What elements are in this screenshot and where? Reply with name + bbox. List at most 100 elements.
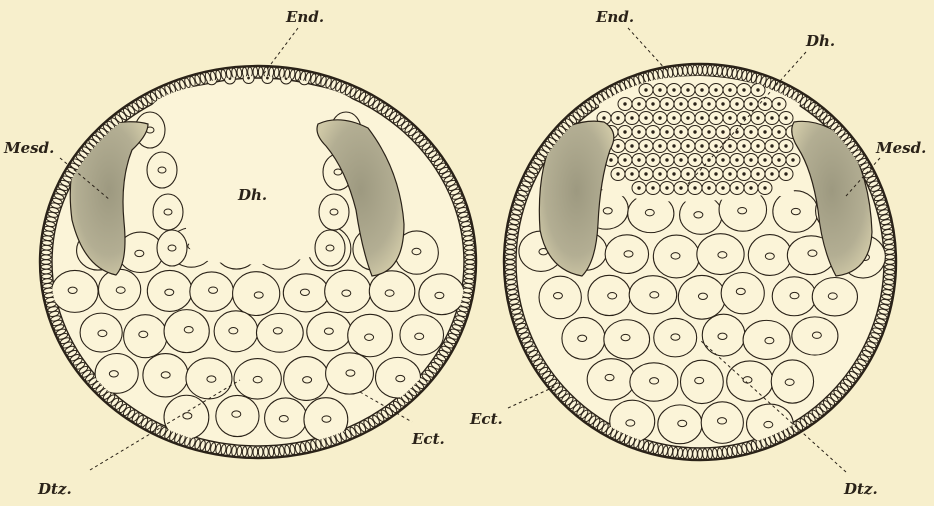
cell-nucleus	[402, 96, 405, 99]
cell-nucleus	[637, 186, 640, 189]
cell-nucleus	[616, 144, 619, 147]
endoderm-cell	[398, 92, 409, 103]
cell-nucleus	[770, 172, 773, 175]
cell-nucleus	[630, 116, 633, 119]
cell-nucleus	[756, 88, 759, 91]
yolk-cell	[680, 360, 723, 403]
ectoderm-cell	[885, 269, 895, 274]
ectoderm-cell	[677, 66, 683, 76]
cell-nucleus	[644, 88, 647, 91]
cell-nucleus	[742, 144, 745, 147]
ectoderm-cell	[505, 260, 515, 265]
cell-nucleus	[407, 103, 410, 106]
cell-nucleus	[749, 186, 752, 189]
ectoderm-cell	[698, 449, 703, 459]
left-embryo	[40, 66, 476, 458]
ectoderm-cell	[506, 239, 516, 245]
label-left-dh: Dh.	[237, 186, 267, 204]
ectoderm-cell	[253, 67, 258, 77]
cell-nucleus	[658, 88, 661, 91]
endoderm-cell	[147, 152, 177, 188]
cell-nucleus	[672, 144, 675, 147]
yolk-cell	[539, 276, 581, 319]
ectoderm-cell	[707, 65, 712, 75]
cell-nucleus	[651, 186, 654, 189]
yolk-cell	[190, 272, 234, 311]
ectoderm-cell	[465, 264, 475, 269]
ectoderm-cell	[505, 274, 515, 279]
cell-nucleus	[651, 130, 654, 133]
endoderm-cell	[103, 99, 114, 110]
endoderm-cell	[107, 92, 118, 103]
yolk-cell	[419, 274, 465, 315]
ectoderm-cell	[884, 274, 894, 279]
cell-nucleus	[707, 102, 710, 105]
ectoderm-cell	[41, 269, 51, 274]
cell-nucleus	[693, 102, 696, 105]
ectoderm-cell	[269, 446, 274, 456]
ectoderm-cell	[258, 447, 263, 457]
ectoderm-cell	[712, 448, 717, 458]
yolk-cell	[164, 310, 209, 353]
endoderm-cell	[113, 89, 124, 100]
cell-nucleus	[644, 144, 647, 147]
ectoderm-cell	[465, 250, 475, 255]
cell-nucleus	[665, 102, 668, 105]
yolk-cell	[654, 318, 697, 357]
cell-nucleus	[728, 144, 731, 147]
label-right-dtz: Dtz.	[843, 480, 878, 498]
ectoderm-cell	[717, 448, 723, 458]
yolk-cell	[348, 314, 393, 356]
cell-nucleus	[658, 172, 661, 175]
endoderm-cell	[157, 230, 187, 266]
cell-nucleus	[630, 144, 633, 147]
yolk-cell	[678, 275, 725, 319]
ectoderm-cell	[506, 279, 516, 285]
yolk-cell	[701, 402, 743, 444]
cell-nucleus	[665, 186, 668, 189]
cell-nucleus	[693, 130, 696, 133]
cell-nucleus	[651, 102, 654, 105]
cell-nucleus	[728, 172, 731, 175]
ectoderm-cell	[274, 68, 279, 78]
cell-nucleus	[623, 130, 626, 133]
ectoderm-cell	[464, 274, 474, 279]
endoderm-cell	[401, 95, 412, 106]
endoderm-cell	[403, 99, 414, 110]
yolk-cell	[588, 275, 631, 315]
yolk-cell	[812, 278, 857, 316]
ectoderm-cell	[677, 448, 683, 458]
yolk-cell	[792, 317, 838, 355]
ectoderm-cell	[693, 449, 698, 459]
cell-nucleus	[609, 158, 612, 161]
yolk-cell	[562, 317, 605, 359]
cell-nucleus	[147, 85, 150, 88]
cell-nucleus	[679, 186, 682, 189]
cell-nucleus	[777, 158, 780, 161]
label-left-mesd: Mesd.	[3, 139, 54, 157]
cell-nucleus	[693, 186, 696, 189]
cell-nucleus	[405, 99, 408, 102]
yolk-cell	[748, 235, 791, 276]
cell-nucleus	[735, 186, 738, 189]
cell-nucleus	[714, 172, 717, 175]
yolk-cell	[658, 405, 702, 444]
ectoderm-cell	[884, 244, 894, 249]
ectoderm-cell	[248, 447, 253, 457]
yolk-cell	[721, 272, 764, 313]
yolk-cell	[605, 235, 648, 274]
ectoderm-cell	[698, 65, 703, 75]
cell-nucleus	[721, 130, 724, 133]
cell-nucleus	[700, 88, 703, 91]
ectoderm-cell	[253, 447, 258, 457]
cell-nucleus	[791, 158, 794, 161]
yolk-cell	[216, 395, 259, 436]
cell-nucleus	[125, 90, 128, 93]
label-left-dtz: Dtz.	[37, 480, 72, 498]
ectoderm-cell	[41, 255, 51, 260]
endoderm-cell	[392, 89, 403, 100]
cell-nucleus	[721, 102, 724, 105]
cell-nucleus	[700, 172, 703, 175]
ectoderm-cell	[712, 65, 717, 75]
yolk-cell	[124, 315, 167, 358]
